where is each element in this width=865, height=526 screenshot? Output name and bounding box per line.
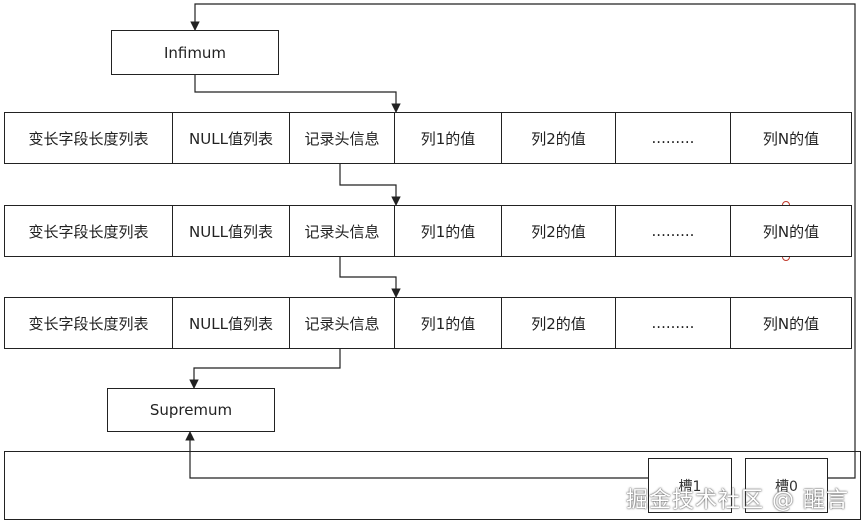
cell-col1-value: 列1的值	[394, 206, 501, 256]
cell-record-header: 记录头信息	[289, 113, 394, 163]
supremum-box[interactable]: Supremum	[107, 388, 275, 432]
record-row-3[interactable]: 变长字段长度列表 NULL值列表 记录头信息 列1的值 列2的值 .......…	[4, 297, 852, 349]
cell-ellipsis: .........	[615, 113, 730, 163]
cell-colN-value: 列N的值	[730, 206, 851, 256]
cell-record-header: 记录头信息	[289, 206, 394, 256]
cell-null-list: NULL值列表	[172, 206, 289, 256]
cell-col2-value: 列2的值	[501, 206, 615, 256]
record-row-2[interactable]: 变长字段长度列表 NULL值列表 记录头信息 列1的值 列2的值 .......…	[4, 205, 852, 257]
watermark: 掘金技术社区 @ 醒言	[626, 488, 849, 513]
infimum-to-row1-arrow	[194, 74, 401, 113]
slot-0-box[interactable]: 槽0	[745, 458, 828, 513]
cell-null-list: NULL值列表	[172, 298, 289, 348]
record-row-1[interactable]: 变长字段长度列表 NULL值列表 记录头信息 列1的值 列2的值 .......…	[4, 112, 852, 164]
cell-var-length-list: 变长字段长度列表	[28, 314, 149, 333]
cell-ellipsis: .........	[615, 298, 730, 348]
cell-record-header: 记录头信息	[289, 298, 394, 348]
cell-col2-value: 列2的值	[501, 298, 615, 348]
supremum-label: Supremum	[149, 401, 233, 419]
cell-ellipsis: .........	[615, 206, 730, 256]
cell-col1-value: 列1的值	[394, 113, 501, 163]
infimum-label: Infimum	[163, 43, 227, 62]
cell-null-list: NULL值列表	[172, 113, 289, 163]
cell-colN-value: 列N的值	[730, 298, 851, 348]
cell-col2-value: 列2的值	[501, 113, 615, 163]
row3-to-supremum-arrow	[189, 349, 341, 389]
slot-1-label: 槽1	[678, 478, 702, 495]
cell-var-length-list: 变长字段长度列表	[28, 129, 149, 148]
cell-colN-value: 列N的值	[730, 113, 851, 163]
slot-1-box[interactable]: 槽1	[648, 458, 732, 513]
page-directory	[4, 451, 861, 520]
slot-0-label: 槽0	[775, 478, 798, 495]
row1-to-row2-arrow	[339, 164, 401, 206]
cell-col1-value: 列1的值	[394, 298, 501, 348]
row2-to-row3-arrow	[339, 257, 401, 298]
cell-var-length-list: 变长字段长度列表	[28, 222, 149, 241]
infimum-box[interactable]: Infimum	[111, 30, 279, 75]
